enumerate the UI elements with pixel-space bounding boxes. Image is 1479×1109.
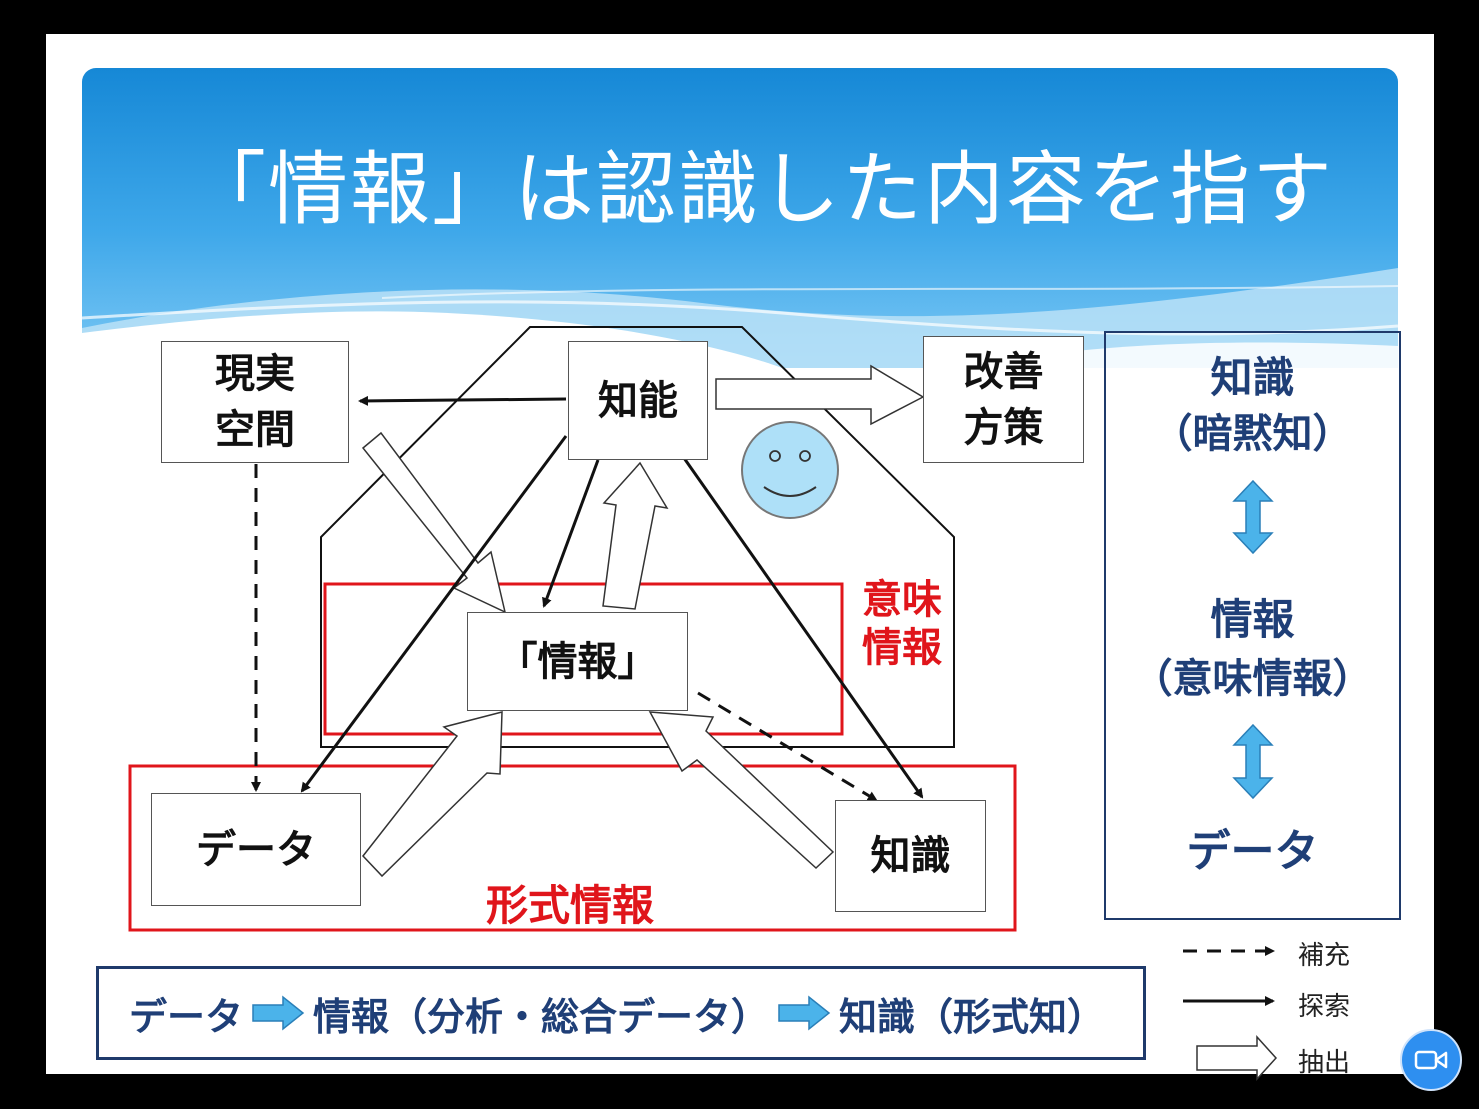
semantic-info-frame: [323, 582, 844, 736]
search-arrow-to-knowledge: [682, 457, 924, 799]
summary-box: データ 情報（分析・総合データ） 知識（形式知）: [96, 966, 1146, 1060]
summary-knowledge: 知識（形式知）: [839, 994, 1106, 1039]
cyan-arrow-icon: [778, 995, 831, 1031]
panel-tacit-title: 知識: [1210, 353, 1295, 402]
node-info: 「情報」: [467, 612, 688, 711]
panel-meaning-title: 情報: [1210, 595, 1295, 644]
node-reality-space: 現実 空間: [161, 341, 349, 463]
search-arrow-to-data: [300, 435, 568, 793]
node-knowledge: 知識: [835, 800, 986, 912]
slide-title: 「情報」は認識した内容を指す: [186, 143, 1334, 236]
smiley-face-icon: [741, 421, 839, 519]
double-arrow-bottom-icon: [1232, 723, 1274, 800]
formal-info-label: 形式情報: [485, 881, 654, 930]
semantic-info-line2: 情報: [862, 625, 942, 671]
node-reality-line2: 空間: [215, 407, 295, 453]
key-hollow-arrow: [1196, 1035, 1278, 1081]
cyan-arrow-icon: [252, 995, 305, 1031]
intelligence-house-outline: [320, 326, 955, 748]
search-arrow-to-reality: [358, 395, 567, 406]
extract-arrow-knowledge-to-info: [648, 711, 835, 870]
node-improvement-line1: 改善: [963, 348, 1044, 395]
semantic-info-line1: 意味: [862, 577, 942, 623]
node-intelligence: 知能: [568, 341, 708, 460]
node-reality-line1: 現実: [215, 351, 295, 397]
search-arrow-to-info: [542, 459, 600, 608]
panel-tacit-sub: （暗黙知）: [1152, 411, 1353, 457]
node-intelligence-label: 知能: [598, 377, 678, 424]
node-data-label: データ: [196, 826, 316, 873]
key-supplement-label: 補充: [1298, 941, 1351, 971]
node-data: データ: [151, 793, 361, 906]
semantic-info-label: 意味 情報: [852, 576, 952, 672]
summary-data: データ: [129, 994, 244, 1039]
node-info-label: 「情報」: [497, 638, 658, 685]
supplement-arrow-info-to-knowledge: [697, 691, 878, 802]
panel-data-title: データ: [1186, 826, 1319, 877]
node-improvement: 改善 方策: [923, 336, 1084, 463]
node-improvement-line2: 方策: [963, 404, 1044, 451]
extract-arrow-intelligence-to-improvement: [715, 364, 925, 426]
node-knowledge-label: 知識: [870, 833, 951, 879]
key-search-label: 探索: [1298, 992, 1351, 1022]
double-arrow-top-icon: [1232, 479, 1274, 555]
video-camera-icon: [1414, 1050, 1448, 1070]
summary-info: 情報（分析・総合データ）: [313, 994, 770, 1039]
panel-meaning-sub: （意味情報）: [1132, 656, 1373, 702]
video-camera-button[interactable]: [1400, 1029, 1462, 1091]
extract-arrow-data-to-info: [362, 711, 503, 878]
key-extract-label: 抽出: [1298, 1048, 1351, 1078]
extract-arrow-info-to-intelligence: [602, 461, 669, 610]
hierarchy-panel: [1104, 331, 1401, 920]
formal-info-frame: [128, 764, 1017, 932]
